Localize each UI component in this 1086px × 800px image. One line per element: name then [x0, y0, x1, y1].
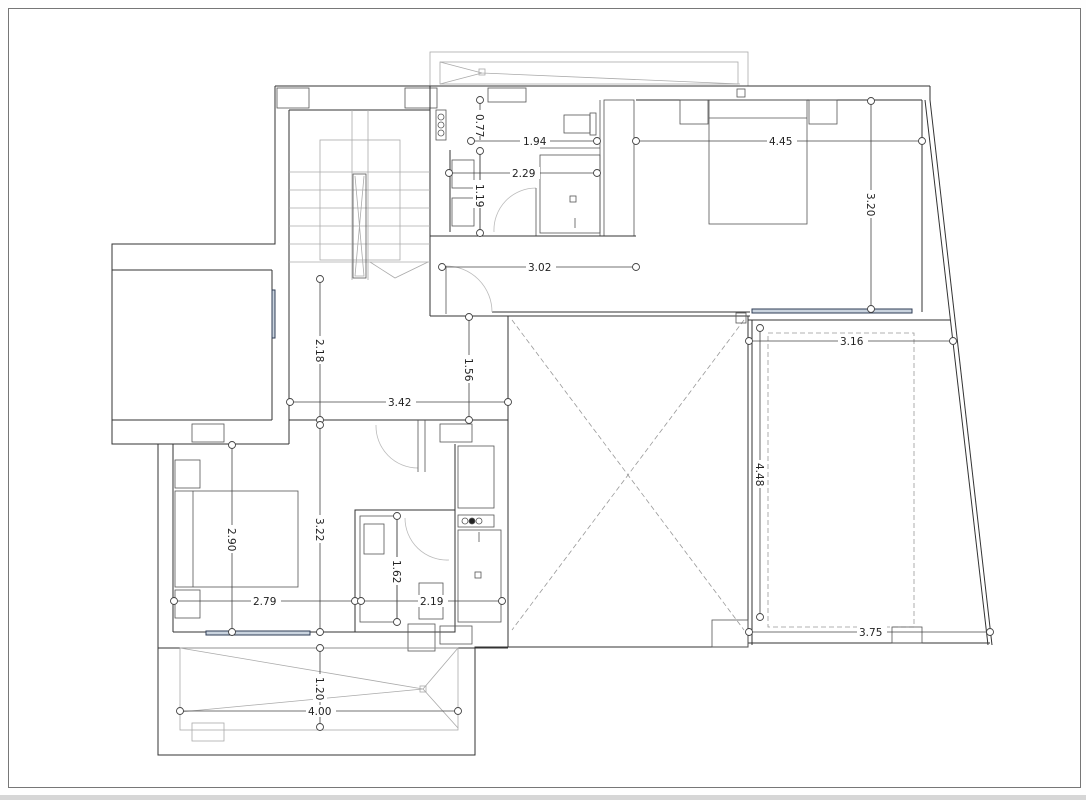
dim-hall-depth: 1.56: [462, 358, 474, 382]
outer-walls: [111, 85, 993, 756]
column-box: [191, 423, 225, 443]
window-west: [271, 289, 276, 339]
dim-terrace-depth: 4.48: [753, 463, 765, 486]
dim-bedroom2-width: 2.79: [253, 596, 276, 608]
dimension-lines: [170, 96, 994, 731]
double-bed: [708, 99, 808, 225]
kitchenette: [439, 444, 502, 645]
dim-stair-landing-depth: 2.18: [313, 339, 325, 362]
dim-top-closet-width: 1.94: [523, 136, 547, 148]
column-box: [891, 626, 923, 644]
bedroom-2: [172, 420, 426, 636]
drain-icon: [419, 685, 427, 693]
dim-hall-width: 3.42: [388, 397, 411, 409]
dim-terrace-width-top: 3.16: [840, 336, 864, 348]
nightstand: [808, 99, 838, 125]
column-box: [711, 619, 749, 648]
dim-top-bath-width: 2.29: [512, 168, 535, 180]
viewer-bottom-bar: [0, 795, 1086, 800]
dim-bedroom2-room-depth: 3.22: [313, 518, 325, 541]
window-master-south: [751, 308, 913, 314]
window-bedroom2: [205, 630, 311, 636]
fridge: [457, 445, 495, 509]
column-box: [439, 423, 473, 443]
hall-door: [445, 265, 493, 314]
dim-top-bath-height: 0.77: [473, 114, 485, 137]
dim-master-depth: 3.20: [864, 193, 876, 216]
nightstand: [679, 99, 709, 125]
dim-top-hall-width: 3.02: [528, 262, 551, 274]
pergola-outline: [767, 332, 915, 628]
hob-icon: [435, 109, 447, 141]
double-bed: [174, 490, 299, 588]
master-bedroom: [679, 99, 838, 225]
dim-bedroom2-depth: 2.90: [225, 528, 237, 551]
nightstand: [174, 589, 201, 619]
column-marker-icon: [735, 312, 747, 324]
staircase: [289, 110, 430, 280]
dim-balcony-width: 4.00: [308, 706, 331, 718]
dim-bath2-width: 2.19: [420, 596, 443, 608]
dimension-labels: 0.77 1.94 2.29 1.19 4.45 3.20 3.02 2.18 …: [225, 110, 887, 718]
drain-icon: [478, 68, 486, 76]
nightstand: [174, 459, 201, 489]
column-marker-icon: [736, 88, 746, 98]
dim-top-bath-depth: 1.19: [473, 184, 485, 207]
dim-bath2-depth: 1.62: [390, 560, 402, 583]
wardrobe: [603, 99, 635, 237]
south-balcony: [158, 647, 508, 742]
dim-terrace-width-bottom: 3.75: [859, 627, 882, 639]
hob-icon: [457, 514, 495, 528]
toilet-icon: [563, 114, 591, 134]
column-box: [404, 87, 438, 109]
column-box: [439, 625, 473, 645]
column-box: [276, 87, 310, 109]
dimension-node-icon: [476, 96, 484, 104]
dim-balcony-depth: 1.20: [313, 677, 325, 700]
dim-master-width: 4.45: [769, 136, 792, 148]
north-balcony: [429, 51, 749, 87]
upper-bathroom: [430, 87, 636, 237]
column-box: [191, 722, 225, 742]
sink: [363, 523, 385, 555]
